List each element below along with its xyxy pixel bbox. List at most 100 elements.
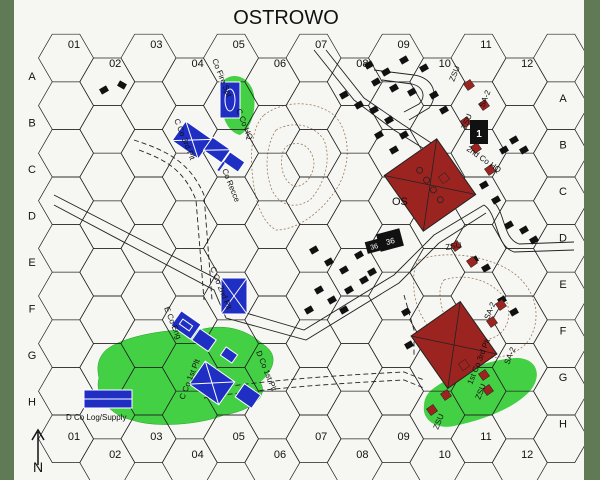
enemy-marker[interactable] <box>478 369 490 381</box>
hex-cell[interactable] <box>161 200 218 249</box>
hex-cell[interactable] <box>368 367 424 416</box>
hex-cell[interactable] <box>326 438 383 480</box>
building <box>491 195 501 205</box>
hex-cell[interactable] <box>285 129 342 178</box>
hex-cell[interactable] <box>409 248 466 297</box>
enemy-marker[interactable] <box>450 240 462 252</box>
friendly-unit-engineer-2[interactable] <box>191 327 217 353</box>
building <box>99 85 109 95</box>
hex-cell[interactable] <box>38 81 94 130</box>
hex-cell[interactable] <box>203 414 259 463</box>
hex-cell[interactable] <box>120 33 177 83</box>
building <box>504 220 514 230</box>
hex-cell[interactable] <box>120 81 177 130</box>
hex-cell[interactable] <box>491 438 548 480</box>
enemy-marker[interactable] <box>484 164 496 176</box>
marker-36[interactable]: 36 <box>376 228 404 252</box>
hex-cell[interactable] <box>79 295 136 344</box>
building <box>404 340 414 350</box>
friendly-unit-recce[interactable] <box>202 136 232 164</box>
enemy-marker[interactable] <box>478 99 490 111</box>
hex-cell[interactable] <box>368 414 424 463</box>
hex-cell[interactable] <box>38 271 94 321</box>
hex-cell[interactable] <box>285 414 342 463</box>
friendly-unit-engineer[interactable] <box>170 310 202 340</box>
hex-cell[interactable] <box>244 438 301 480</box>
friendly-unit-fire-support[interactable] <box>219 81 241 119</box>
grid-label: A <box>28 71 36 83</box>
building <box>369 105 379 115</box>
hex-cell[interactable] <box>326 390 383 440</box>
grid-label: B <box>559 140 566 152</box>
enemy-marker[interactable] <box>495 299 507 311</box>
svg-text:36: 36 <box>385 236 396 247</box>
friendly-unit-hq[interactable] <box>217 151 246 180</box>
hex-cell[interactable] <box>79 57 136 106</box>
hex-cell[interactable] <box>79 152 136 202</box>
hex-cell[interactable] <box>285 176 342 225</box>
hex-cell[interactable] <box>533 414 585 463</box>
hex-cell[interactable] <box>38 129 94 178</box>
hex-cell[interactable] <box>244 248 301 297</box>
hex-map[interactable]: 1 36 36 OSTROWO OS 010203040506070809101… <box>14 0 584 480</box>
hex-cell[interactable] <box>38 414 94 463</box>
enemy-marker[interactable] <box>438 172 450 184</box>
hex-cell[interactable] <box>79 200 136 249</box>
hex-cell[interactable] <box>244 200 301 249</box>
friendly-units <box>83 81 262 409</box>
enemy-marker[interactable] <box>486 316 498 328</box>
hex-cell[interactable] <box>38 319 94 368</box>
hex-cell[interactable] <box>161 57 218 106</box>
hex-cell[interactable] <box>79 105 136 154</box>
hex-cell[interactable] <box>120 176 177 225</box>
enemy-marker[interactable] <box>426 404 438 416</box>
hex-cell[interactable] <box>409 57 466 106</box>
enemy-marker[interactable] <box>466 256 478 268</box>
hex-cell[interactable] <box>491 248 548 297</box>
hex-cell[interactable] <box>368 271 424 321</box>
hex-cell[interactable] <box>409 438 466 480</box>
hex-cell[interactable] <box>203 224 259 273</box>
hex-cell[interactable] <box>161 438 218 480</box>
hex-cell[interactable] <box>491 200 548 249</box>
enemy-marker[interactable] <box>470 142 482 154</box>
grid-label: 02 <box>109 449 121 461</box>
marker-36b[interactable]: 36 <box>364 238 384 254</box>
hex-cell[interactable] <box>326 152 383 202</box>
hex-cell[interactable] <box>533 33 585 83</box>
hex-cell[interactable] <box>491 152 548 202</box>
hex-cell[interactable] <box>203 33 259 83</box>
hex-cell[interactable] <box>120 129 177 178</box>
enemy-marker[interactable] <box>463 79 475 91</box>
grid-label: 11 <box>480 431 491 443</box>
hex-cell[interactable] <box>491 57 548 106</box>
enemy-marker[interactable] <box>440 389 452 401</box>
hex-cell[interactable] <box>533 129 585 178</box>
north-arrow: N <box>31 428 45 475</box>
friendly-unit-2nd-plt[interactable] <box>220 277 248 315</box>
hex-cell[interactable] <box>326 295 383 344</box>
building <box>407 87 417 97</box>
contour-layer <box>251 103 537 359</box>
enemy-marker[interactable] <box>458 359 470 371</box>
hex-cell[interactable] <box>533 81 585 130</box>
friendly-unit-d-1st-plt[interactable] <box>234 383 262 409</box>
enemy-marker[interactable] <box>460 116 472 128</box>
hex-cell[interactable] <box>533 176 585 225</box>
grid-label: 10 <box>439 449 451 461</box>
enemy-marker[interactable] <box>482 384 494 396</box>
hex-cell[interactable] <box>38 224 94 273</box>
hex-cell[interactable] <box>368 33 424 83</box>
hex-cell[interactable] <box>285 367 342 416</box>
friendly-unit-1st-plt[interactable] <box>188 360 236 406</box>
friendly-unit-logistics[interactable] <box>83 389 133 409</box>
hex-cell[interactable] <box>79 248 136 297</box>
hex-cell[interactable] <box>491 105 548 154</box>
hex-cell[interactable] <box>38 33 94 83</box>
friendly-unit-d-hq[interactable] <box>219 346 239 364</box>
hex-cell[interactable] <box>79 438 136 480</box>
hex-cell[interactable] <box>450 33 507 83</box>
hex-cell[interactable] <box>368 319 424 368</box>
building <box>359 275 369 285</box>
marker-1[interactable]: 1 <box>470 120 488 144</box>
